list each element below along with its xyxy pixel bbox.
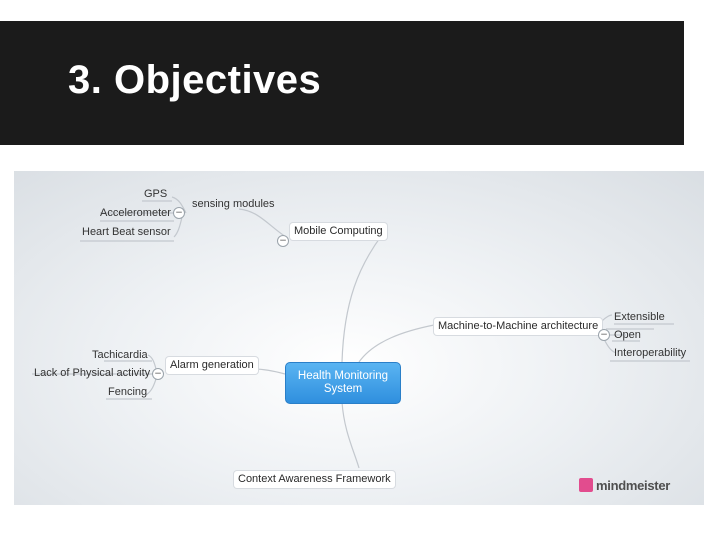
node-mobile-computing[interactable]: Mobile Computing (290, 223, 387, 240)
node-alarm-generation[interactable]: Alarm generation (166, 357, 258, 374)
node-context-awareness[interactable]: Context Awareness Framework (234, 471, 395, 488)
leaf-sensing-modules[interactable]: sensing modules (192, 198, 275, 210)
edge-fencing (145, 378, 157, 396)
leaf-fencing[interactable]: Fencing (108, 386, 148, 398)
edge-context (341, 401, 360, 469)
edge-gps (171, 196, 187, 214)
leaf-heart-beat-sensor[interactable]: Heart Beat sensor (82, 226, 171, 238)
node-alarm-generation-label: Alarm generation (170, 359, 254, 371)
collapse-sensing-modules-icon[interactable]: − (173, 207, 185, 219)
leaf-tachicardia[interactable]: Tachicardia (92, 349, 148, 361)
edge-mobile-computing (341, 234, 383, 363)
connector-lines (32, 196, 690, 469)
mindmeister-logo-icon (579, 478, 593, 492)
collapse-alarm-icon[interactable]: − (152, 368, 164, 380)
leaf-interoperability[interactable]: Interoperability (614, 347, 687, 359)
slide-title: 3. Objectives (68, 58, 322, 102)
node-m2m-label: Machine-to-Machine architecture (438, 320, 599, 332)
root-node[interactable]: Health Monitoring System (285, 362, 401, 404)
leaf-lack-of-physical-activity[interactable]: Lack of Physical activity (34, 367, 151, 379)
leaf-open[interactable]: Open (614, 329, 641, 341)
collapse-m2m-icon[interactable]: − (598, 329, 610, 341)
node-m2m[interactable]: Machine-to-Machine architecture (434, 318, 603, 335)
edge-sensing-modules (238, 208, 287, 238)
root-label-line1: Health Monitoring (297, 370, 389, 382)
node-context-awareness-label: Context Awareness Framework (238, 473, 391, 485)
edge-extensible (601, 314, 613, 322)
collapse-mobile-computing-icon[interactable]: − (277, 235, 289, 247)
edge-alarm (253, 368, 286, 375)
edge-tachicardia (147, 354, 157, 370)
leaf-gps[interactable]: GPS (144, 188, 168, 200)
leaf-extensible[interactable]: Extensible (614, 311, 665, 323)
mindmap-canvas: Health Monitoring System Mobile Computin… (14, 171, 704, 505)
title-bar (0, 21, 684, 145)
edge-heartbeat (173, 216, 183, 238)
mindmeister-logo: mindmeister (579, 475, 670, 495)
leaf-accelerometer[interactable]: Accelerometer (100, 207, 171, 219)
edge-m2m (358, 324, 435, 363)
mindmeister-logo-text: mindmeister (596, 477, 671, 493)
node-mobile-computing-label: Mobile Computing (294, 225, 383, 237)
root-label-line2: System (323, 383, 363, 395)
